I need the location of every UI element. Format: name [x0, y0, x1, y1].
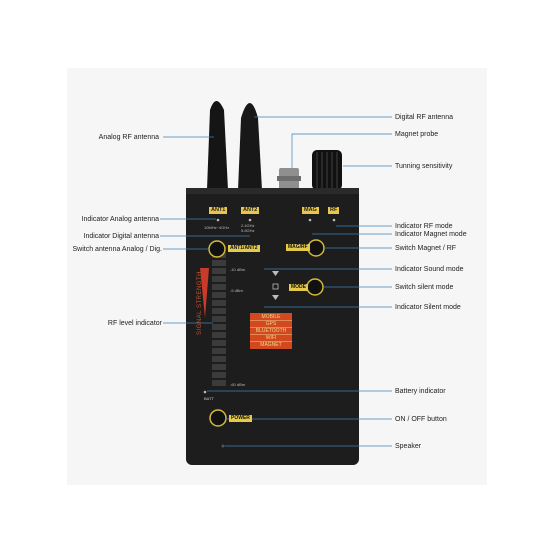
callout-magnet-probe: Magnet probe — [395, 131, 439, 138]
digital-antenna — [238, 103, 262, 190]
led-ant1 — [216, 218, 220, 222]
mode-item: GPS — [250, 321, 292, 328]
led-ant2 — [248, 218, 252, 222]
callout-on-off-button: ON / OFF button — [395, 416, 447, 423]
mode-button-label[interactable]: MODE — [289, 284, 308, 291]
mag-rf-switch-label[interactable]: MAG/RF — [286, 244, 310, 251]
mode-item: BLUETOOTH — [250, 328, 292, 335]
ant2-label: ANT2 — [241, 207, 260, 214]
analog-antenna — [207, 101, 228, 190]
callout-switch-silent-mode: Switch silent mode — [395, 284, 454, 291]
mag-rf-switch-button — [307, 239, 325, 257]
callout-indicator-analog-antenna: Indicator Analog antenna — [81, 216, 159, 223]
led-rf — [332, 218, 336, 222]
power-button-circle — [209, 409, 227, 427]
callout-digital-rf-antenna: Digital RF antenna — [395, 114, 453, 121]
signal-triangle — [200, 268, 209, 318]
antenna-switch-label[interactable]: ANT1/ANT2 — [228, 245, 260, 252]
ant1-range: 10MHz~4GHz — [204, 225, 230, 230]
silent-indicator — [272, 295, 279, 300]
antenna-switch-button — [208, 240, 226, 258]
scale-mid: -5 dBm — [230, 288, 243, 293]
ant1-label: ANT1 — [209, 207, 228, 214]
mode-list-panel: MOBILE GPS BLUETOOTH WIFI MAGNET — [250, 313, 292, 349]
rf-level-bars — [212, 252, 226, 386]
mag-label: MAG — [302, 207, 319, 214]
callout-indicator-sound-mode: Indicator Sound mode — [395, 266, 464, 273]
callout-indicator-digital-antenna: Indicator Digital antenna — [83, 233, 160, 240]
batt-label: BATT — [204, 396, 214, 401]
mode-item: MAGNET — [260, 342, 282, 348]
mode-item: MOBILE — [250, 314, 292, 321]
led-mag — [308, 218, 312, 222]
sound-indicator — [272, 271, 279, 276]
scale-top: -10 dBm — [230, 267, 246, 272]
callout-switch-antenna: Switch antenna Analog / Dig. — [72, 246, 162, 253]
rf-label: RF — [328, 207, 340, 214]
mode-item: WIFI — [250, 335, 292, 342]
signal-strength-text: SIGNAL STRENGTH — [197, 271, 203, 335]
scale-bottom: -60 dBm — [230, 382, 246, 387]
callout-indicator-magnet-mode: Indicator Magnet mode — [395, 231, 467, 238]
callout-battery-indicator: Battery indicator — [395, 388, 446, 395]
callout-indicator-silent-mode: Indicator Silent mode — [395, 304, 461, 311]
speaker-hole — [221, 444, 225, 448]
callout-analog-rf-antenna: Analog RF antenna — [98, 134, 159, 141]
ant2-range-2: 5.8GHz — [241, 228, 255, 233]
callout-speaker: Speaker — [395, 443, 422, 450]
callout-switch-magnet-rf: Switch Magnet / RF — [395, 245, 457, 252]
led-batt — [203, 390, 207, 394]
callout-indicator-rf-mode: Indicator RF mode — [395, 223, 453, 230]
power-button-label[interactable]: POWER — [229, 415, 252, 422]
callout-rf-level-indicator: RF level indicator — [107, 320, 162, 327]
ant2-range: 2.4GHz — [241, 223, 255, 228]
mode-button-circle — [306, 278, 324, 296]
callout-tuning-sensitivity: Tunning sensitivity — [395, 163, 453, 170]
